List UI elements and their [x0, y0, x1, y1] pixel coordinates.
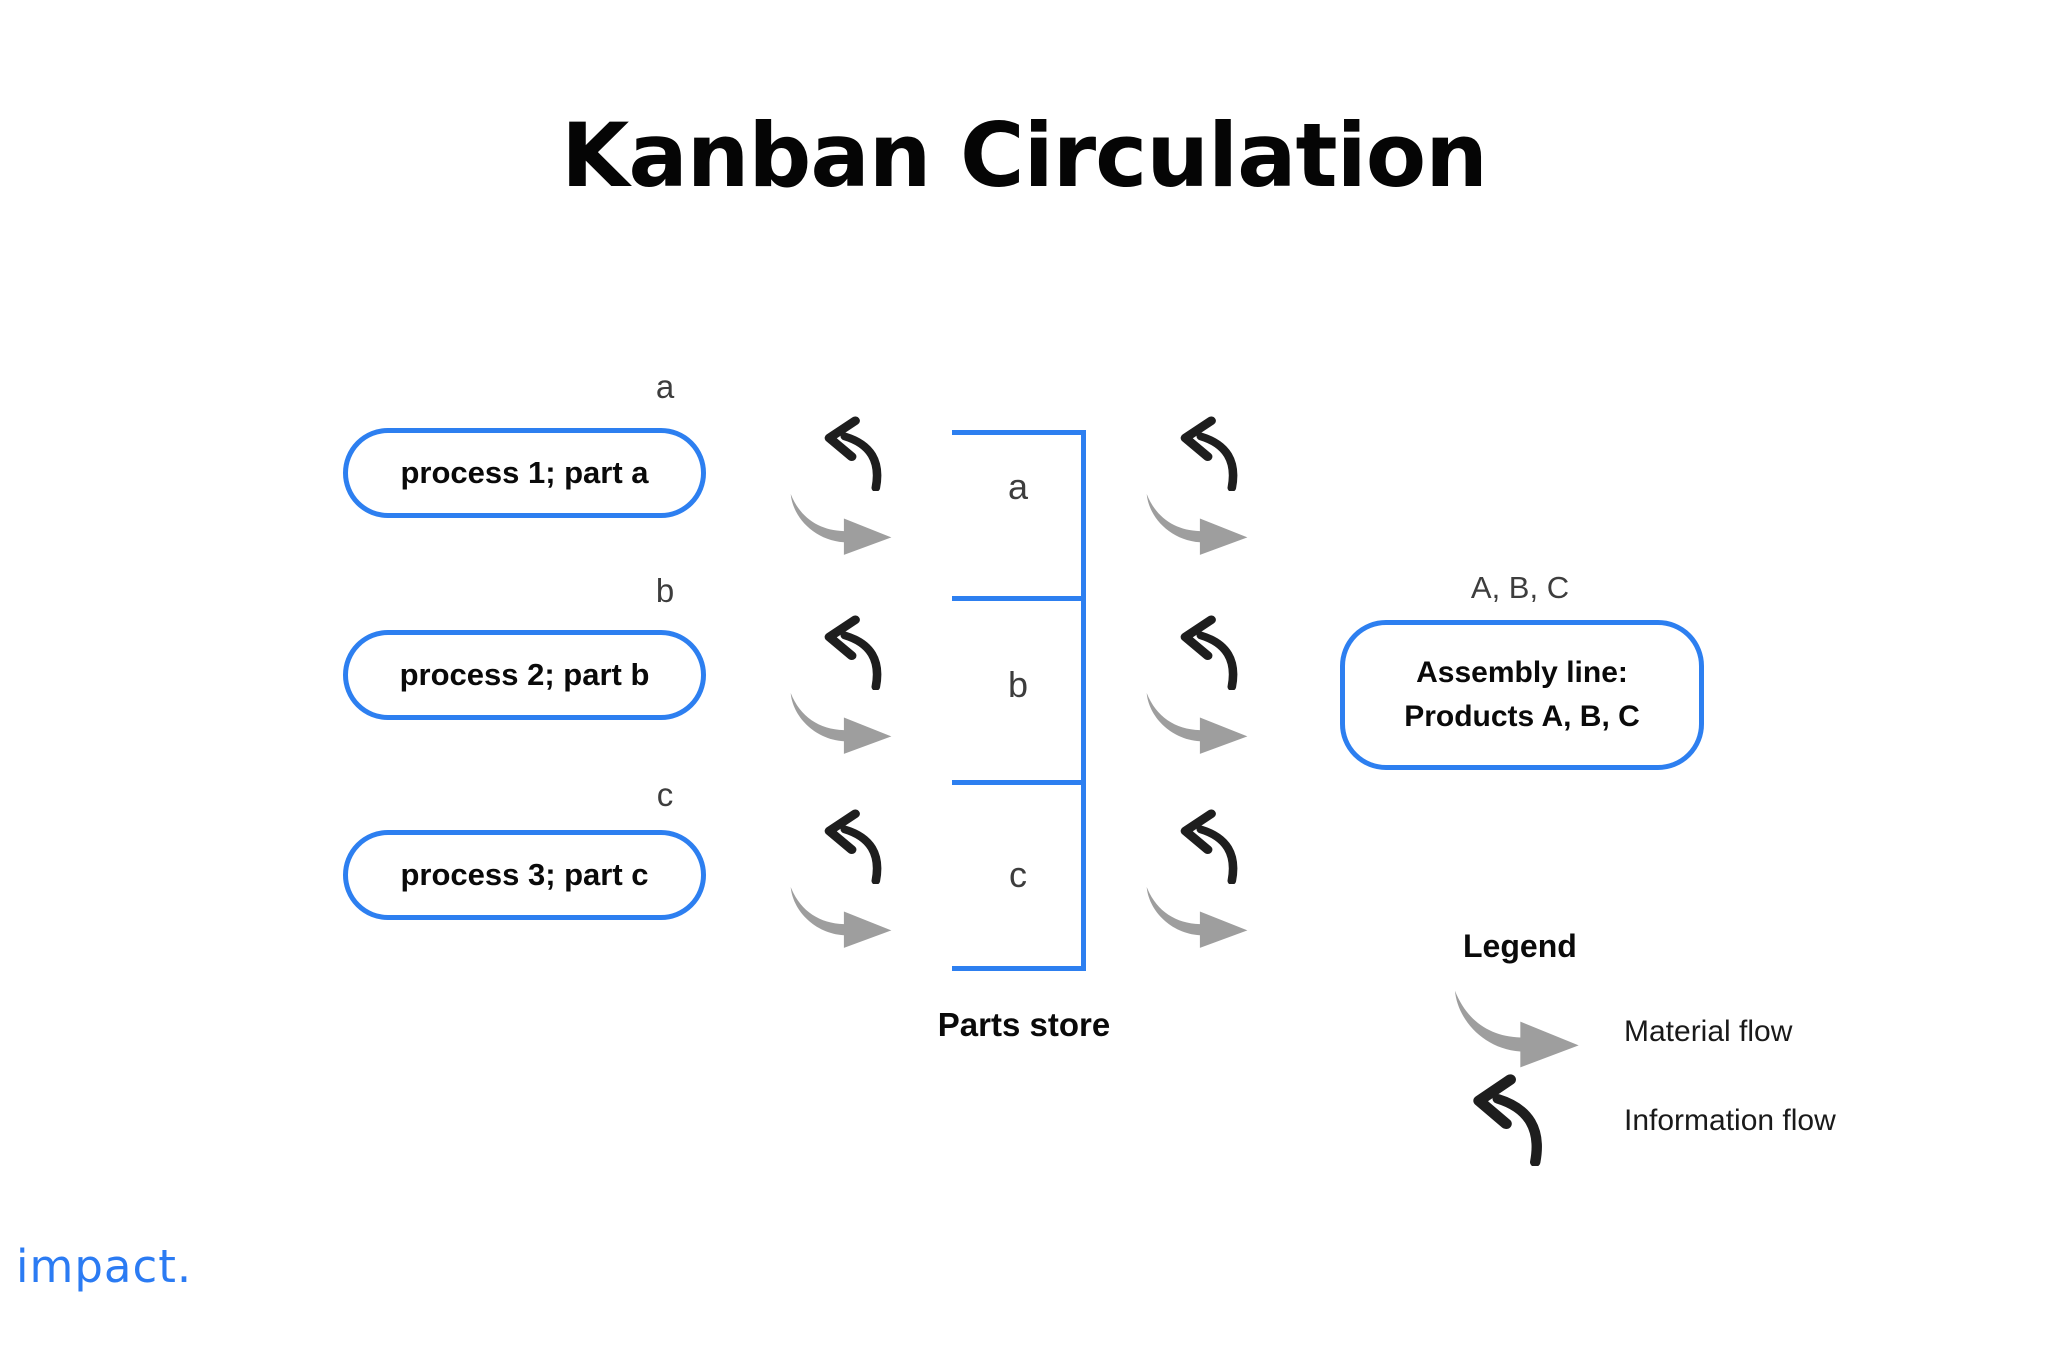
- impact-logo: impact.: [16, 1240, 193, 1293]
- material-flow-arrow-icon: [785, 487, 899, 557]
- parts-store-cell-c: c: [1009, 854, 1027, 895]
- information-flow-arrow-icon: [1163, 806, 1249, 884]
- information-flow-arrow-icon: [1452, 1070, 1556, 1166]
- parts-store-divider-1: [952, 596, 1086, 601]
- material-flow-arrow-icon: [1141, 880, 1255, 950]
- process-2-tag: b: [655, 572, 675, 609]
- information-flow-arrow-icon: [1163, 612, 1249, 690]
- material-flow-arrow-icon: [785, 686, 899, 756]
- parts-store-label: Parts store: [937, 1006, 1111, 1043]
- process-3-node: process 3; part c: [343, 830, 706, 920]
- process-1-node: process 1; part a: [343, 428, 706, 518]
- assembly-tag: A, B, C: [1470, 570, 1570, 605]
- material-flow-arrow-icon: [1448, 982, 1588, 1070]
- process-1-tag: a: [655, 368, 675, 405]
- information-flow-arrow-icon: [807, 806, 893, 884]
- assembly-line-label-1: Assembly line:: [1416, 656, 1628, 689]
- assembly-line-label-2: Products A, B, C: [1404, 700, 1640, 733]
- legend-title: Legend: [1463, 928, 1577, 964]
- flow-arrows-store-c: [1141, 806, 1255, 951]
- flow-arrows-process-a: [785, 413, 899, 558]
- legend-material-flow-label: Material flow: [1624, 1015, 1793, 1048]
- legend-information-flow-label: Information flow: [1624, 1104, 1836, 1137]
- flow-arrows-process-b: [785, 612, 899, 757]
- parts-store-top-line: [952, 430, 1086, 435]
- page-title: Kanban Circulation: [561, 104, 1488, 207]
- parts-store-cell-b: b: [1007, 664, 1029, 705]
- information-flow-arrow-icon: [1163, 413, 1249, 491]
- flow-arrows-store-b: [1141, 612, 1255, 757]
- material-flow-arrow-icon: [785, 880, 899, 950]
- information-flow-arrow-icon: [807, 612, 893, 690]
- parts-store-right-line: [1081, 430, 1086, 971]
- material-flow-arrow-icon: [1141, 487, 1255, 557]
- flow-arrows-store-a: [1141, 413, 1255, 558]
- process-2-node: process 2; part b: [343, 630, 706, 720]
- assembly-line-node: Assembly line: Products A, B, C: [1340, 620, 1704, 770]
- material-flow-arrow-icon: [1141, 686, 1255, 756]
- parts-store-bottom-line: [952, 966, 1086, 971]
- parts-store-divider-2: [952, 780, 1086, 785]
- parts-store-cell-a: a: [1007, 466, 1029, 507]
- process-3-tag: c: [656, 776, 674, 813]
- information-flow-arrow-icon: [807, 413, 893, 491]
- flow-arrows-process-c: [785, 806, 899, 951]
